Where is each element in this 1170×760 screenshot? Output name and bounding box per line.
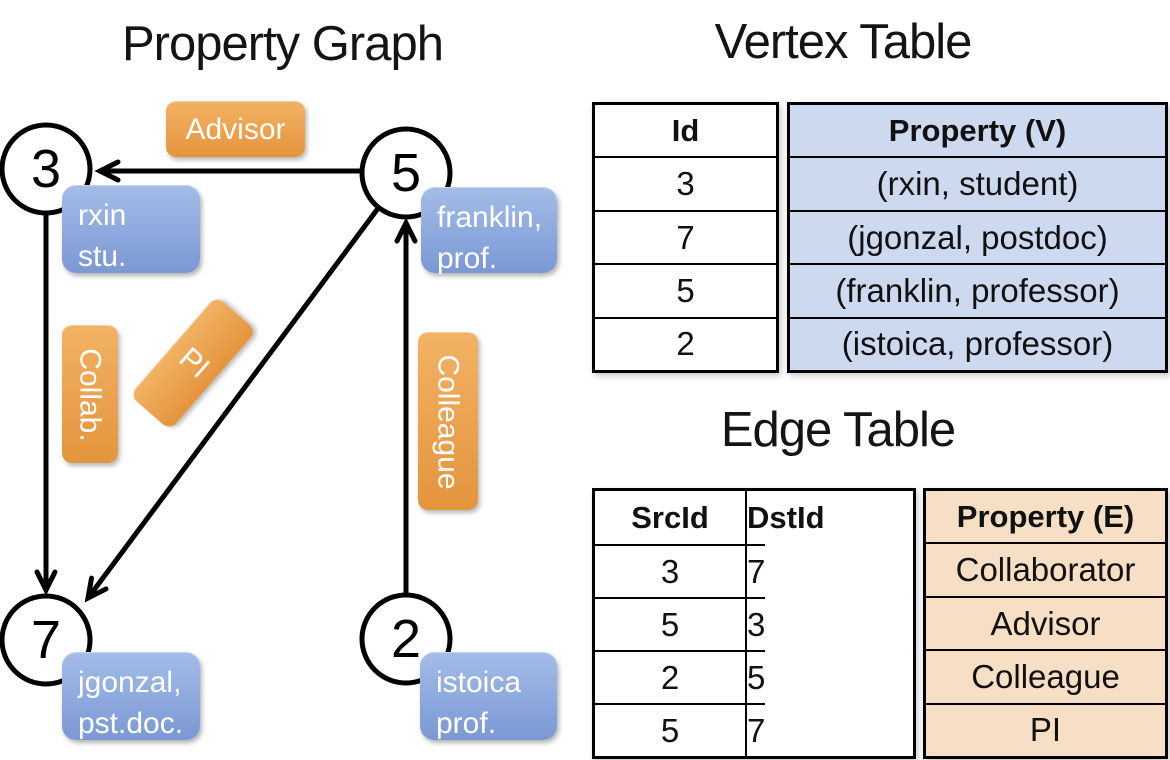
vertex-table-id-cell: 7 <box>595 209 776 263</box>
vertex-table-id-column: Id 3 7 5 2 <box>592 102 779 373</box>
edge-table-title: Edge Table <box>720 403 956 457</box>
edge-table-row: 2 5 <box>595 650 913 703</box>
vertex-table-id-cell: 3 <box>595 156 776 209</box>
vertex-id-label-7: 7 <box>30 610 62 670</box>
vertex-table-property-cell: (franklin, professor) <box>790 263 1165 317</box>
vertex-table-property-cell: (rxin, student) <box>790 156 1165 210</box>
vertex-table-id-cell: 2 <box>595 316 776 370</box>
vertex-table-title: Vertex Table <box>714 15 973 69</box>
property-graph-title: Property Graph <box>122 17 444 71</box>
edge-table-header-row: SrcId DstId <box>595 491 913 544</box>
edge-table-row: 3 7 <box>595 544 913 597</box>
edge-table-dstid-header: DstId <box>745 491 825 544</box>
edge-table-srcid-cell: 3 <box>595 544 745 597</box>
vertex-property-line: rxin <box>78 199 127 232</box>
vertex-table-property-column: Property (V) (rxin, student) (jgonzal, p… <box>787 102 1168 373</box>
vertex-table-property-header: Property (V) <box>790 105 1165 157</box>
edge-table-dstid-cell: 3 <box>745 597 766 650</box>
edge-table-srcid-cell: 5 <box>595 597 745 650</box>
vertex-id-label-2: 2 <box>390 609 422 669</box>
edge-table-property-cell: Colleague <box>926 649 1165 703</box>
edge-table-dstid-cell: 7 <box>745 703 766 756</box>
edge-line-pi-5-to-7 <box>84 205 382 603</box>
edge-label-text: PI <box>172 341 216 385</box>
edge-label-text: Advisor <box>185 112 286 146</box>
edge-label-collab: Collab. <box>62 325 118 463</box>
edge-table-property-cell: PI <box>926 702 1165 757</box>
vertex-table-id-header: Id <box>671 112 700 148</box>
edge-table-row: 5 7 <box>595 703 913 756</box>
vertex-table-id-cell: 5 <box>595 263 776 316</box>
vertex-property-line: pst.doc. <box>78 707 184 741</box>
vertex-table-property-cell: (istoica, professor) <box>790 316 1165 371</box>
vertex-property-line: stu. <box>78 240 127 274</box>
vertex-property-line: prof. <box>436 707 497 741</box>
edge-table-property-cell: Advisor <box>926 595 1165 650</box>
edge-label-colleague: Colleague <box>418 332 478 510</box>
vertex-id-label-5: 5 <box>390 143 422 203</box>
vertex-id-label-3: 3 <box>30 139 62 199</box>
vertex-property-box-istoica: istoica prof. <box>420 652 557 740</box>
vertex-property-box-jgonzal: jgonzal, pst.doc. <box>62 652 200 740</box>
vertex-property-line: prof. <box>437 242 498 276</box>
vertex-property-box-franklin: franklin, prof. <box>421 187 557 275</box>
edge-label-text: Colleague <box>432 353 466 490</box>
vertex-property-line: jgonzal, <box>78 666 182 699</box>
edge-table-dstid-cell: 7 <box>745 544 766 597</box>
edge-table-srcid-cell: 2 <box>595 650 745 703</box>
vertex-table-property-cell: (jgonzal, postdoc) <box>790 209 1165 264</box>
edge-table-row: 5 3 <box>595 597 913 650</box>
vertex-property-line: istoica <box>436 666 522 699</box>
edge-table-srcid-cell: 5 <box>595 703 745 756</box>
edge-table-dstid-cell: 5 <box>745 650 766 703</box>
vertex-property-line: franklin, <box>437 201 543 234</box>
edge-label-advisor: Advisor <box>166 101 305 157</box>
edge-label-text: Collab. <box>74 347 108 442</box>
edge-table-id-columns: SrcId DstId 3 7 5 3 2 5 5 7 <box>592 488 916 759</box>
vertex-property-box-rxin: rxin stu. <box>62 185 200 273</box>
edge-table-property-column: Property (E) Collaborator Advisor Collea… <box>923 488 1168 759</box>
edge-table-property-cell: Collaborator <box>926 542 1165 596</box>
edge-table-property-header: Property (E) <box>926 491 1165 543</box>
edge-table-srcid-header: SrcId <box>631 499 709 535</box>
